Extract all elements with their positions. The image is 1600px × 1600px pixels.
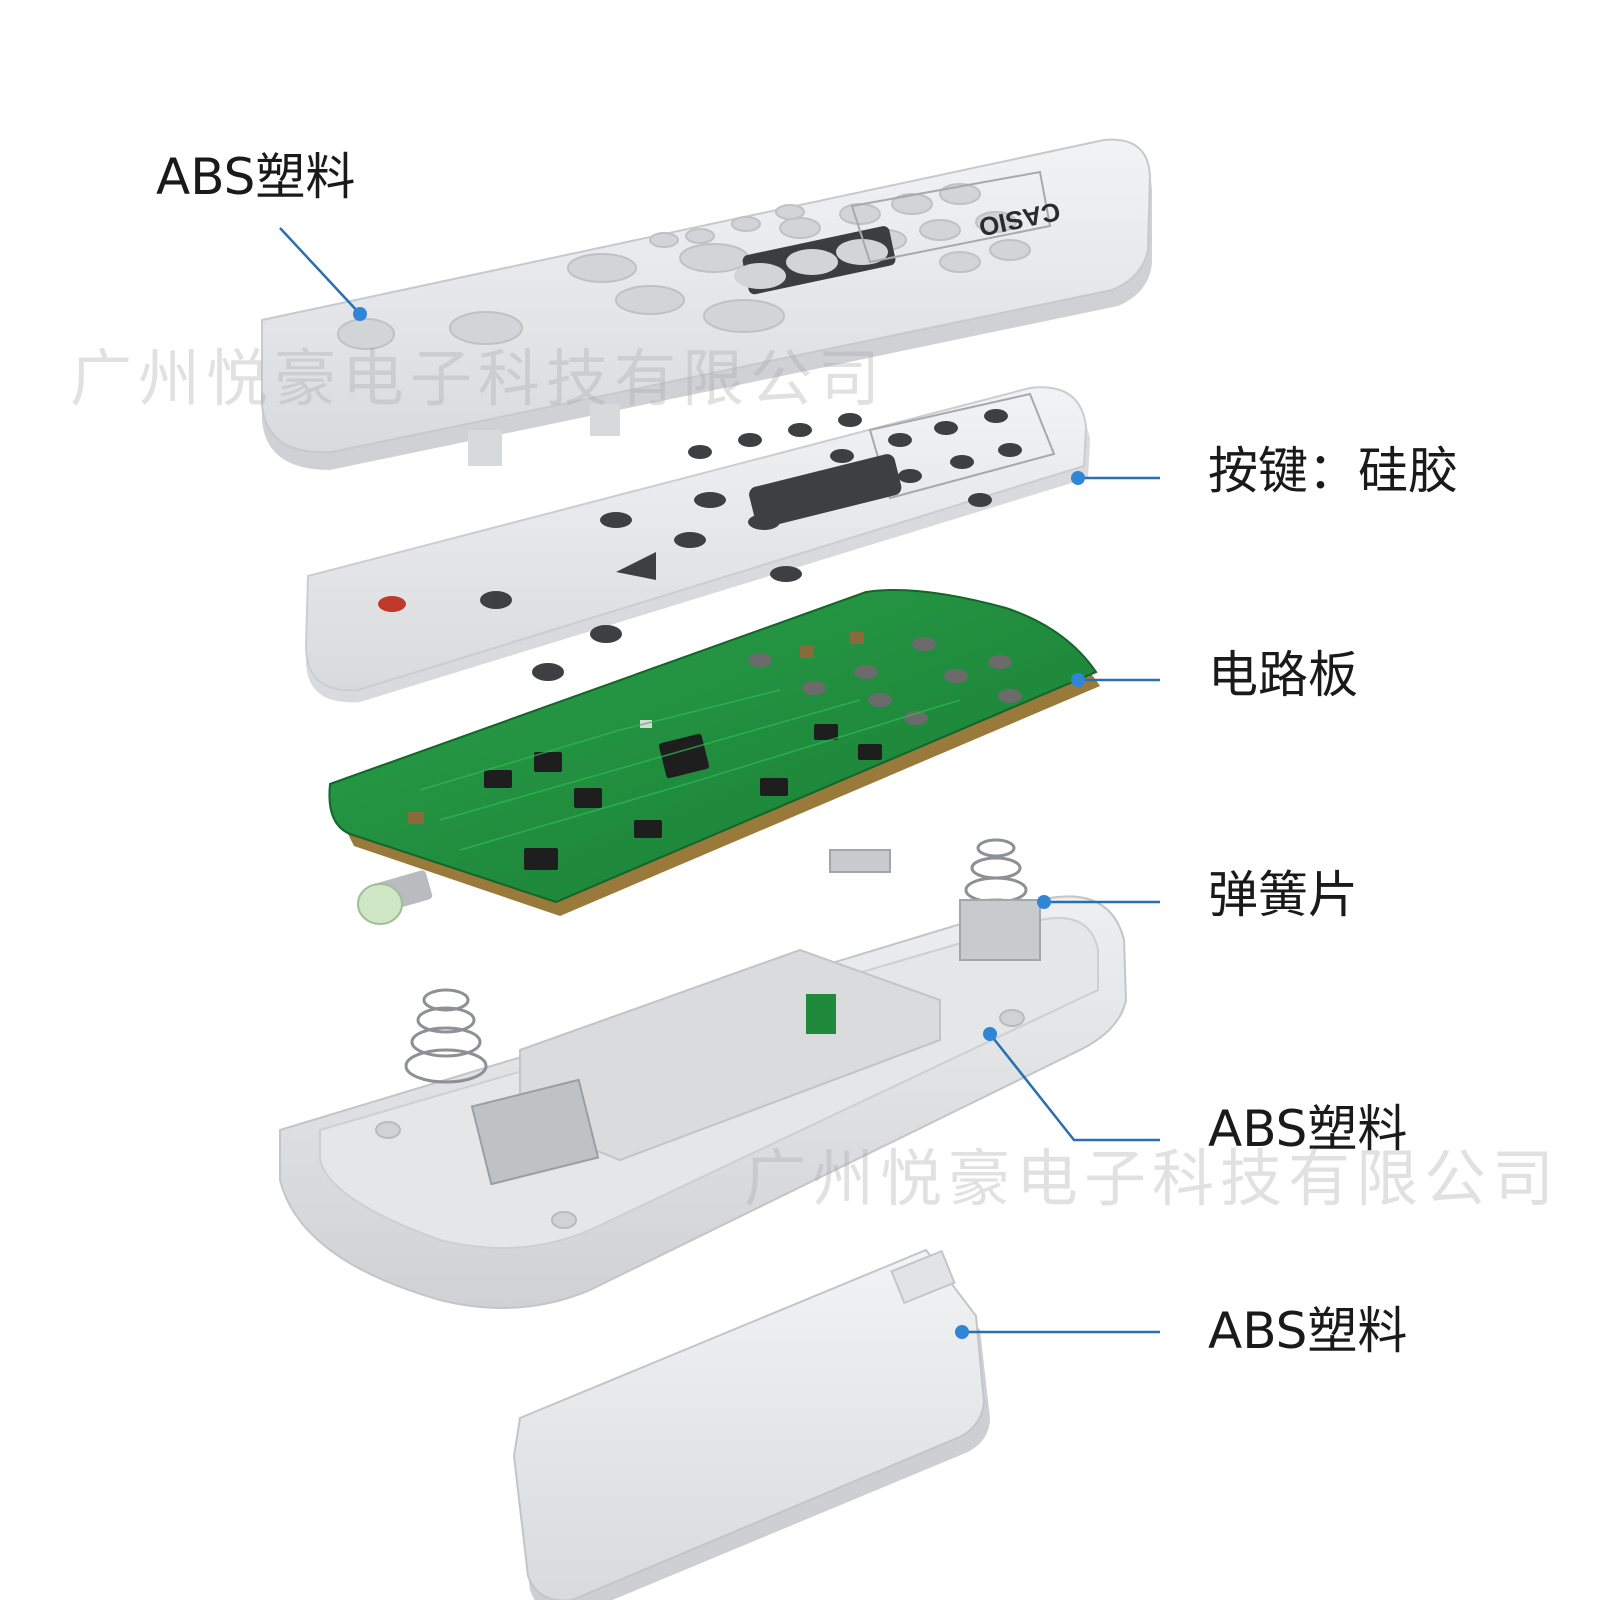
contact-pcb xyxy=(806,994,836,1034)
label-keypad: 按键：硅胶 xyxy=(1208,442,1458,500)
bottom-shell xyxy=(279,838,1128,1309)
power-key xyxy=(378,596,406,612)
battery-cover xyxy=(512,1248,990,1600)
ir-led xyxy=(357,870,433,925)
pcb-pads xyxy=(748,637,1022,725)
callout-dots xyxy=(353,307,1085,1339)
label-pcb: 电路板 xyxy=(1208,646,1358,704)
silicone-keypad xyxy=(304,386,1090,703)
label-spring: 弹簧片 xyxy=(1208,866,1358,924)
metal-bracket xyxy=(470,1078,600,1186)
label-bottom-shell: ABS塑料 xyxy=(1208,1100,1408,1158)
top-cover: CASIO xyxy=(261,138,1152,470)
cover-clip xyxy=(468,430,502,466)
label-battery-cover: ABS塑料 xyxy=(1208,1302,1408,1360)
printed-key-block xyxy=(734,226,896,295)
spring-left xyxy=(404,988,488,1084)
circuit-board xyxy=(328,589,1100,925)
spring-plate xyxy=(959,899,1041,961)
callouts xyxy=(279,227,1160,1334)
pcb-chips xyxy=(484,724,882,870)
watermark-upper: 广州悦豪电子科技有限公司 xyxy=(70,342,887,415)
label-top-cover: ABS塑料 xyxy=(156,148,356,206)
watermark-lower: 广州悦豪电子科技有限公司 xyxy=(744,1142,1561,1215)
cover-clip xyxy=(590,404,620,436)
contact-tab xyxy=(829,849,891,873)
rubber-keys xyxy=(480,409,1022,681)
